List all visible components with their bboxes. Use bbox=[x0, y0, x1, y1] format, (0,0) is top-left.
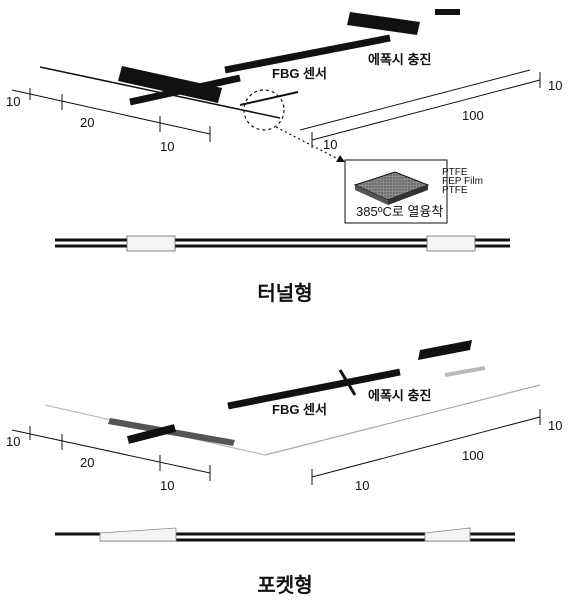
label-fbg-sensor-top: FBG 센서 bbox=[272, 66, 327, 81]
film-stack-side bbox=[355, 185, 388, 205]
title-pocket-type: 포켓형 bbox=[257, 574, 312, 597]
fiber-end bbox=[239, 91, 299, 106]
dim-10-right: 10 bbox=[548, 418, 562, 433]
dim-10-right: 10 bbox=[548, 78, 562, 93]
dim-10-bottom: 10 bbox=[355, 478, 369, 493]
dim-10-bottom: 10 bbox=[323, 137, 337, 152]
label-epoxy-top: 에폭시 충진 bbox=[368, 52, 431, 67]
arrow-head bbox=[336, 155, 345, 162]
tunnel-type-iso-view bbox=[11, 9, 541, 224]
top-strip-end bbox=[435, 9, 460, 15]
tunnel-cover-left bbox=[126, 235, 176, 252]
dim-10-mid: 10 bbox=[160, 478, 174, 493]
dim-line-right bbox=[311, 79, 541, 141]
faded-strip bbox=[444, 366, 486, 377]
tunnel-cross-section bbox=[55, 235, 510, 252]
tunnel-cover-right bbox=[426, 235, 476, 252]
label-epoxy-bottom: 에폭시 충진 bbox=[368, 388, 431, 403]
detail-arrow bbox=[275, 126, 341, 161]
dim-10-left: 10 bbox=[6, 434, 20, 449]
inset-caption: 385ºC로 열융착 bbox=[356, 204, 443, 219]
inset-layer-3: PTFE bbox=[442, 185, 468, 196]
inset-layer-1: PTFE bbox=[442, 167, 468, 178]
label-fbg-sensor-bottom: FBG 센서 bbox=[272, 402, 327, 417]
plate-edge-left bbox=[39, 66, 281, 119]
top-strip-end bbox=[418, 340, 472, 360]
pocket-wedge-left bbox=[99, 527, 177, 542]
epoxy-fill-block bbox=[347, 12, 420, 35]
dim-20: 20 bbox=[80, 455, 94, 470]
title-tunnel-type: 터널형 bbox=[257, 282, 312, 305]
dim-20: 20 bbox=[80, 115, 94, 130]
detail-circle bbox=[243, 89, 285, 131]
upper-fiber-bar bbox=[224, 34, 391, 74]
dim-100: 100 bbox=[462, 108, 484, 123]
upper-fiber-bar bbox=[227, 368, 401, 410]
fbg-sensor-block bbox=[118, 66, 222, 103]
dim-10-mid: 10 bbox=[160, 139, 174, 154]
dim-line-left bbox=[11, 89, 211, 135]
film-stack-side bbox=[388, 185, 428, 205]
dim-100: 100 bbox=[462, 448, 484, 463]
dim-line-right bbox=[311, 416, 541, 478]
fbg-fiber-bar bbox=[127, 424, 176, 444]
pocket-cross-section bbox=[55, 527, 515, 542]
pocket-wedge-right bbox=[424, 527, 471, 542]
inset-layer-2: FEP Film bbox=[442, 176, 483, 187]
fbg-fiber-bar bbox=[129, 74, 241, 106]
dim-line-left bbox=[11, 429, 211, 474]
pocket-type-iso-view bbox=[11, 340, 541, 485]
dim-10-left: 10 bbox=[6, 94, 20, 109]
plate-edge-right bbox=[264, 384, 541, 456]
plate-edge-right bbox=[299, 69, 531, 131]
fiber-joint bbox=[338, 369, 357, 396]
